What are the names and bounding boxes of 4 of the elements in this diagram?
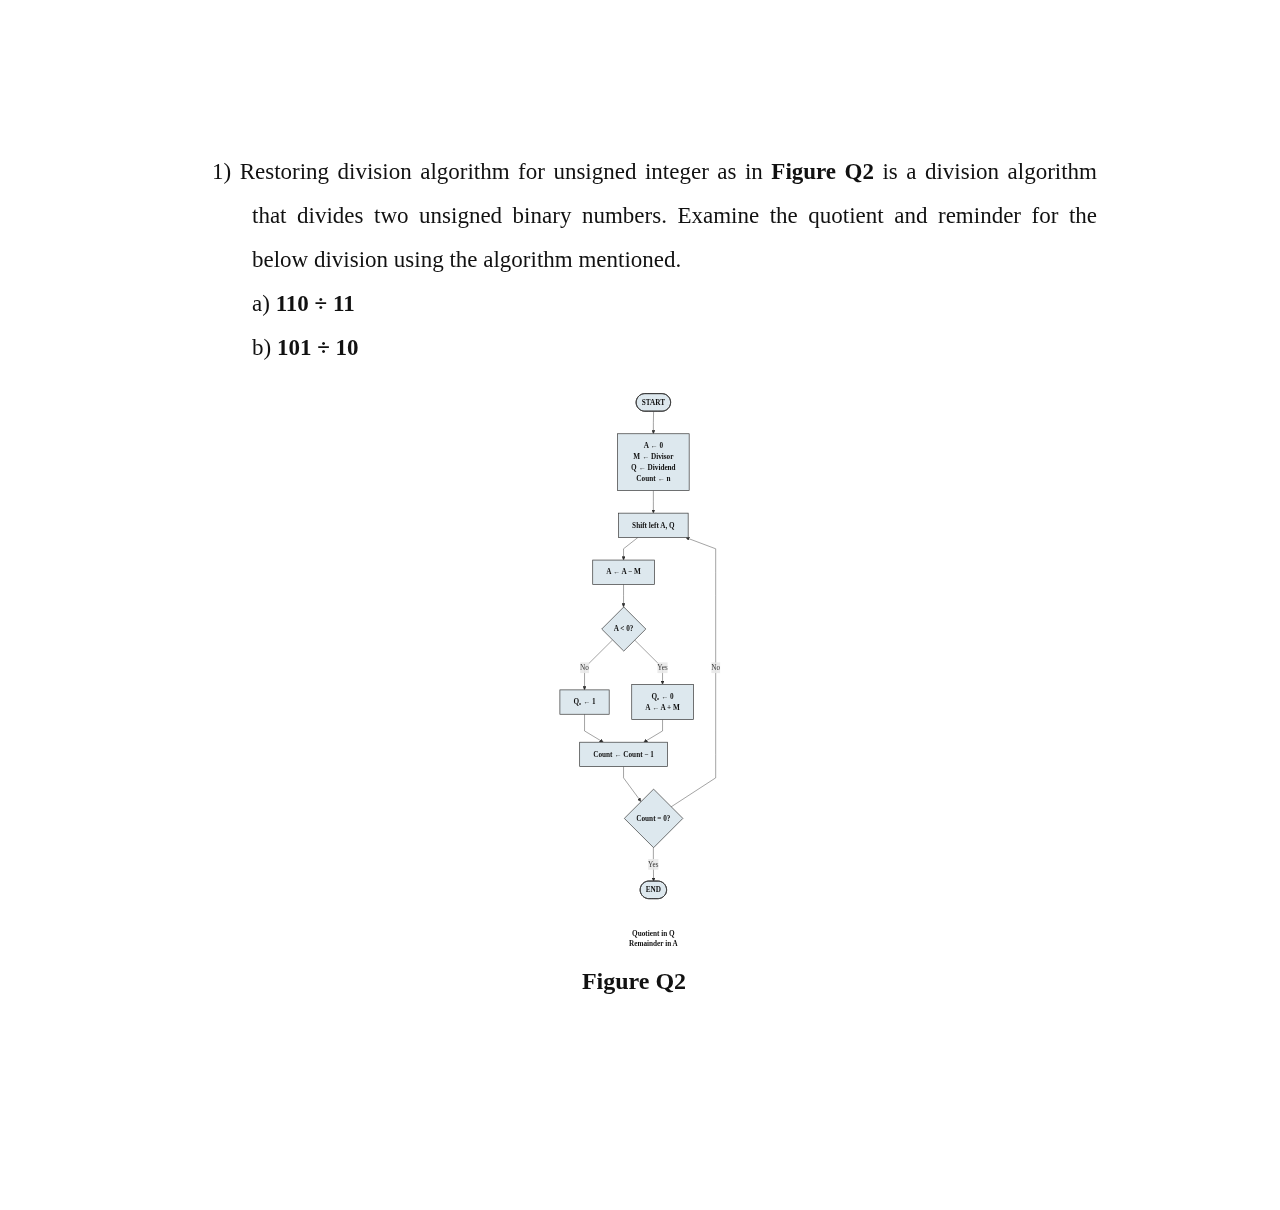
sub-question: a) 110 ÷ 11 [251,290,356,318]
figure-caption: Figure Q2 [580,968,688,995]
sub-question: b) 101 ÷ 10 [251,334,360,362]
question-text: 1) Restoring division algorithm for unsigned integer as in Figure Q2 is a division algorithm that divides two unsigned binary numbers. Examine the quotient and reminder for the below division using the algorithm mentioned. [212,158,1097,274]
